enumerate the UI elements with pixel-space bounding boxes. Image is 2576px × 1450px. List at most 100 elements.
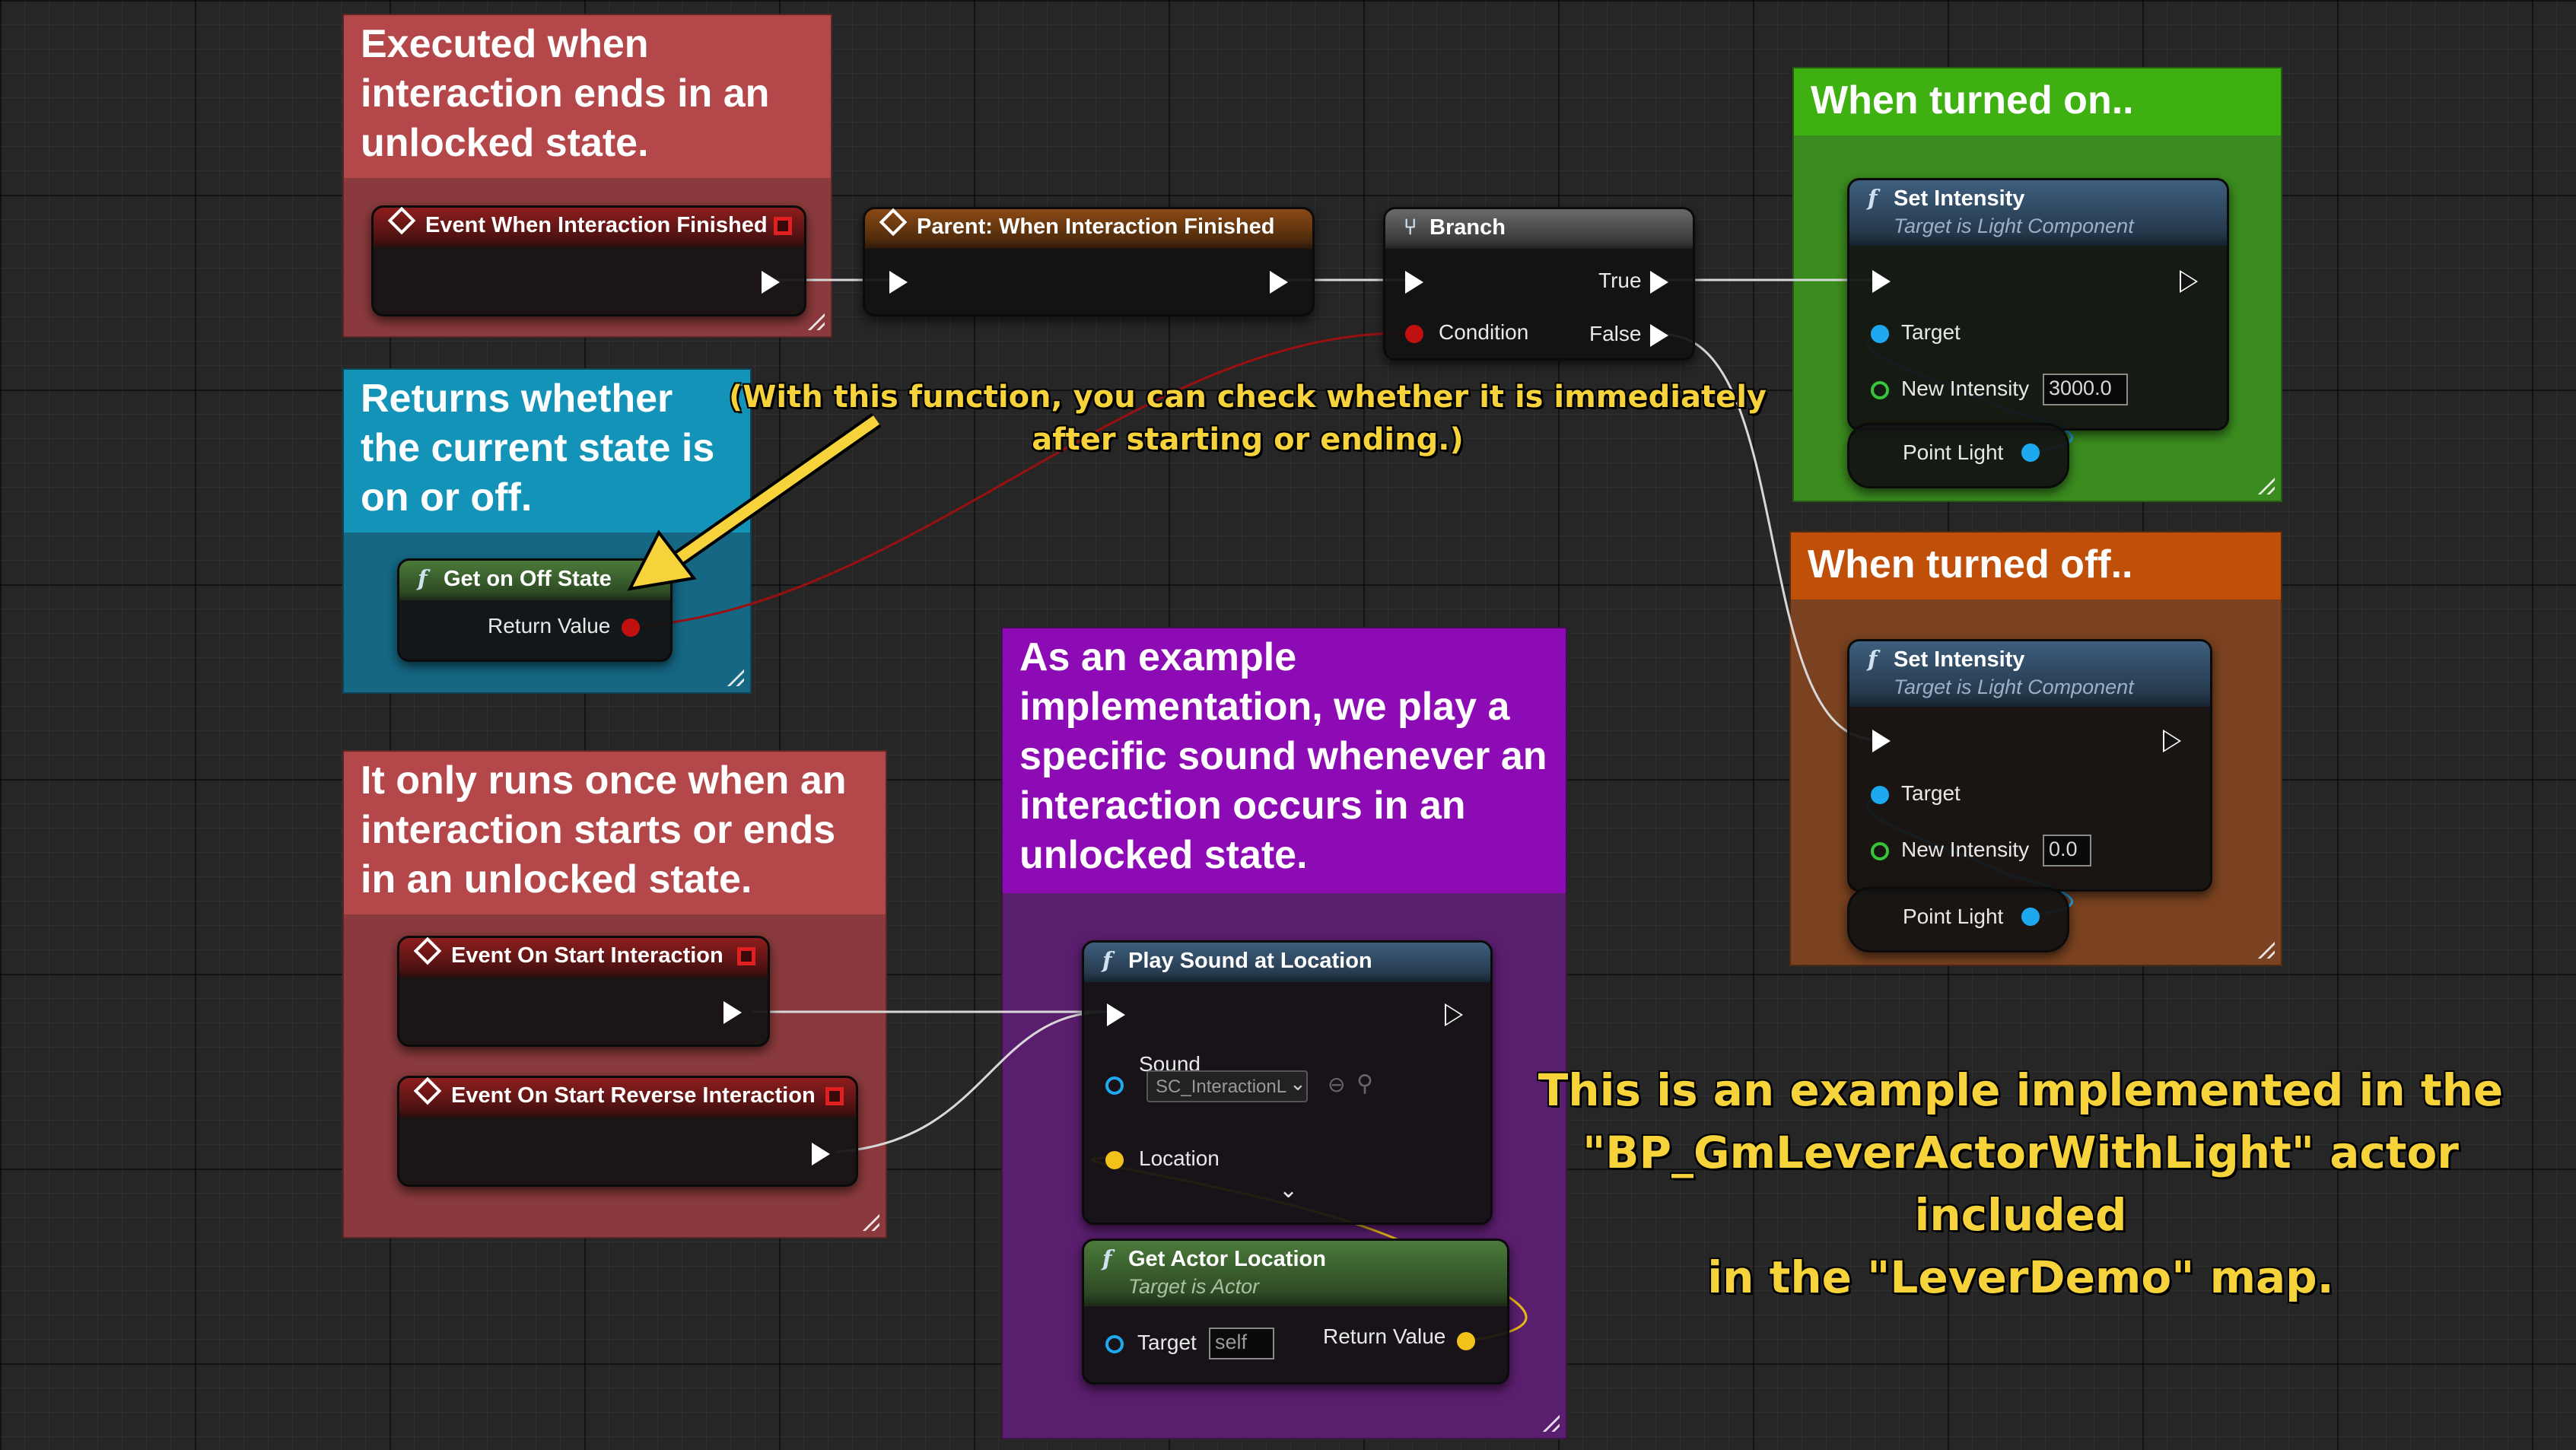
point-light-out-pin[interactable] <box>2021 444 2040 462</box>
target-label: Target <box>1901 781 1961 805</box>
sound-pin[interactable] <box>1105 1076 1124 1095</box>
chevron-down-icon[interactable]: ⌄ <box>1290 1072 1306 1095</box>
exec-out-pin[interactable] <box>812 1143 830 1165</box>
node-title: Play Sound at Location <box>1128 949 1372 973</box>
function-icon: f <box>418 565 428 591</box>
node-title: Set Intensity <box>1894 647 2025 672</box>
bool-wire <box>630 332 1414 628</box>
parent-when-interaction-finished-node[interactable]: Parent: When Interaction Finished <box>863 207 1315 316</box>
return-value-pin[interactable] <box>622 618 640 637</box>
get-on-off-state-node[interactable]: f Get on Off State Return Value <box>397 558 673 662</box>
node-header: Event When Interaction Finished <box>374 206 804 247</box>
node-title: Parent: When Interaction Finished <box>917 215 1275 239</box>
true-exec-pin[interactable] <box>1650 271 1668 294</box>
function-note-line: after starting or ending.) <box>1032 422 1464 457</box>
new-intensity-pin[interactable] <box>1871 842 1889 860</box>
target-pin[interactable] <box>1871 786 1889 804</box>
exec-out-pin[interactable] <box>2163 730 2181 752</box>
node-subtitle: Target is Actor <box>1128 1275 1260 1298</box>
function-note-line: (With this function, you can check wheth… <box>729 380 1767 415</box>
advanced-display-icon[interactable]: ⌄ <box>1279 1178 1299 1203</box>
new-intensity-label: New Intensity <box>1901 377 2030 400</box>
set-intensity-on-node[interactable]: f Set Intensity Target is Light Component… <box>1847 178 2229 431</box>
exec-out-pin[interactable] <box>1445 1003 1463 1026</box>
exec-in-pin[interactable] <box>1405 271 1423 294</box>
branch-node[interactable]: ⑂Branch True Condition False <box>1383 207 1695 361</box>
event-on-start-interaction-node[interactable]: Event On Start Interaction <box>397 936 770 1047</box>
exec-out-pin[interactable] <box>1270 271 1288 294</box>
example-note-line: "BP_GmLeverActorWithLight" actor include… <box>1582 1127 2459 1241</box>
comment-turned-off-title: When turned off.. <box>1791 533 2281 599</box>
node-subtitle: Target is Light Component <box>1894 215 2134 237</box>
location-label: Location <box>1139 1146 1220 1170</box>
exec-in-pin[interactable] <box>1872 730 1891 752</box>
condition-label: Condition <box>1439 320 1529 344</box>
browse-asset-icon[interactable]: ⚲ <box>1356 1071 1373 1096</box>
new-intensity-label: New Intensity <box>1901 838 2030 861</box>
point-light-label: Point Light <box>1903 905 2004 928</box>
condition-pin[interactable] <box>1405 325 1423 343</box>
event-when-interaction-finished-node[interactable]: Event When Interaction Finished <box>371 205 806 316</box>
exec-out-pin[interactable] <box>2180 270 2198 293</box>
comment-turned-on-title: When turned on.. <box>1794 68 2281 135</box>
exec-in-pin[interactable] <box>1872 270 1891 293</box>
get-actor-location-node[interactable]: f Get Actor Location Target is Actor Targ… <box>1082 1239 1509 1385</box>
sound-asset-dropdown[interactable]: SC_InteractionL <box>1146 1070 1308 1102</box>
sound-asset-value: SC_InteractionL <box>1156 1076 1287 1097</box>
example-note: This is an example implemented in the "B… <box>1480 1059 2561 1308</box>
node-title: Branch <box>1430 215 1506 240</box>
point-light-off-node[interactable]: Point Light <box>1847 887 2069 952</box>
event-icon <box>413 936 442 965</box>
exec-out-pin[interactable] <box>724 1001 742 1024</box>
target-pin[interactable] <box>1105 1335 1124 1353</box>
event-icon <box>879 208 908 237</box>
return-value-pin[interactable] <box>1457 1332 1475 1350</box>
node-header: f Get on Off State <box>399 561 670 600</box>
new-intensity-field[interactable]: 0.0 <box>2043 835 2091 867</box>
exec-wire <box>835 1010 1109 1153</box>
node-title: Event When Interaction Finished <box>425 213 768 237</box>
event-on-start-reverse-interaction-node[interactable]: Event On Start Reverse Interaction <box>397 1076 858 1187</box>
node-title: Set Intensity <box>1894 186 2025 211</box>
function-icon: f <box>1102 1245 1112 1271</box>
function-icon: f <box>1102 947 1112 973</box>
event-icon <box>413 1076 442 1105</box>
node-header: Parent: When Interaction Finished <box>865 208 1312 249</box>
target-pin[interactable] <box>1871 325 1889 343</box>
event-icon <box>387 206 416 235</box>
new-intensity-field[interactable]: 3000.0 <box>2043 374 2128 405</box>
example-note-line: This is an example implemented in the <box>1538 1064 2504 1116</box>
comment-unlocked-end[interactable]: Executed when interaction ends in an unl… <box>342 14 832 338</box>
return-value-label: Return Value <box>1323 1324 1446 1348</box>
new-intensity-pin[interactable] <box>1871 381 1889 399</box>
event-delegate-icon[interactable] <box>825 1087 844 1105</box>
false-exec-pin[interactable] <box>1650 324 1668 347</box>
false-label: False <box>1589 322 1642 345</box>
target-value[interactable]: self <box>1209 1328 1274 1359</box>
exec-out-pin[interactable] <box>762 271 780 294</box>
node-header: Event On Start Reverse Interaction <box>399 1076 856 1118</box>
return-value-label: Return Value <box>488 614 611 638</box>
event-delegate-icon[interactable] <box>737 947 755 965</box>
node-header: Event On Start Interaction <box>399 936 768 978</box>
node-header: f Set Intensity Target is Light Component <box>1849 180 2227 246</box>
target-label: Target <box>1901 320 1961 344</box>
function-icon: f <box>1868 185 1878 211</box>
use-selected-asset-icon[interactable]: ⊖ <box>1328 1073 1346 1096</box>
node-header: f Get Actor Location Target is Actor <box>1084 1241 1507 1306</box>
node-title: Get on Off State <box>444 567 612 591</box>
exec-in-pin[interactable] <box>889 271 908 294</box>
branch-icon: ⑂ <box>1404 214 1417 240</box>
point-light-out-pin[interactable] <box>2021 908 2040 926</box>
comment-example-impl-title: As an example implementation, we play a … <box>1003 628 1566 893</box>
exec-in-pin[interactable] <box>1107 1003 1125 1026</box>
node-title: Get Actor Location <box>1128 1247 1326 1271</box>
node-title: Event On Start Interaction <box>451 943 724 968</box>
location-pin[interactable] <box>1105 1151 1124 1169</box>
event-delegate-icon[interactable] <box>774 217 792 235</box>
point-light-on-node[interactable]: Point Light <box>1847 423 2069 488</box>
node-header: ⑂ Branch <box>1385 209 1693 249</box>
